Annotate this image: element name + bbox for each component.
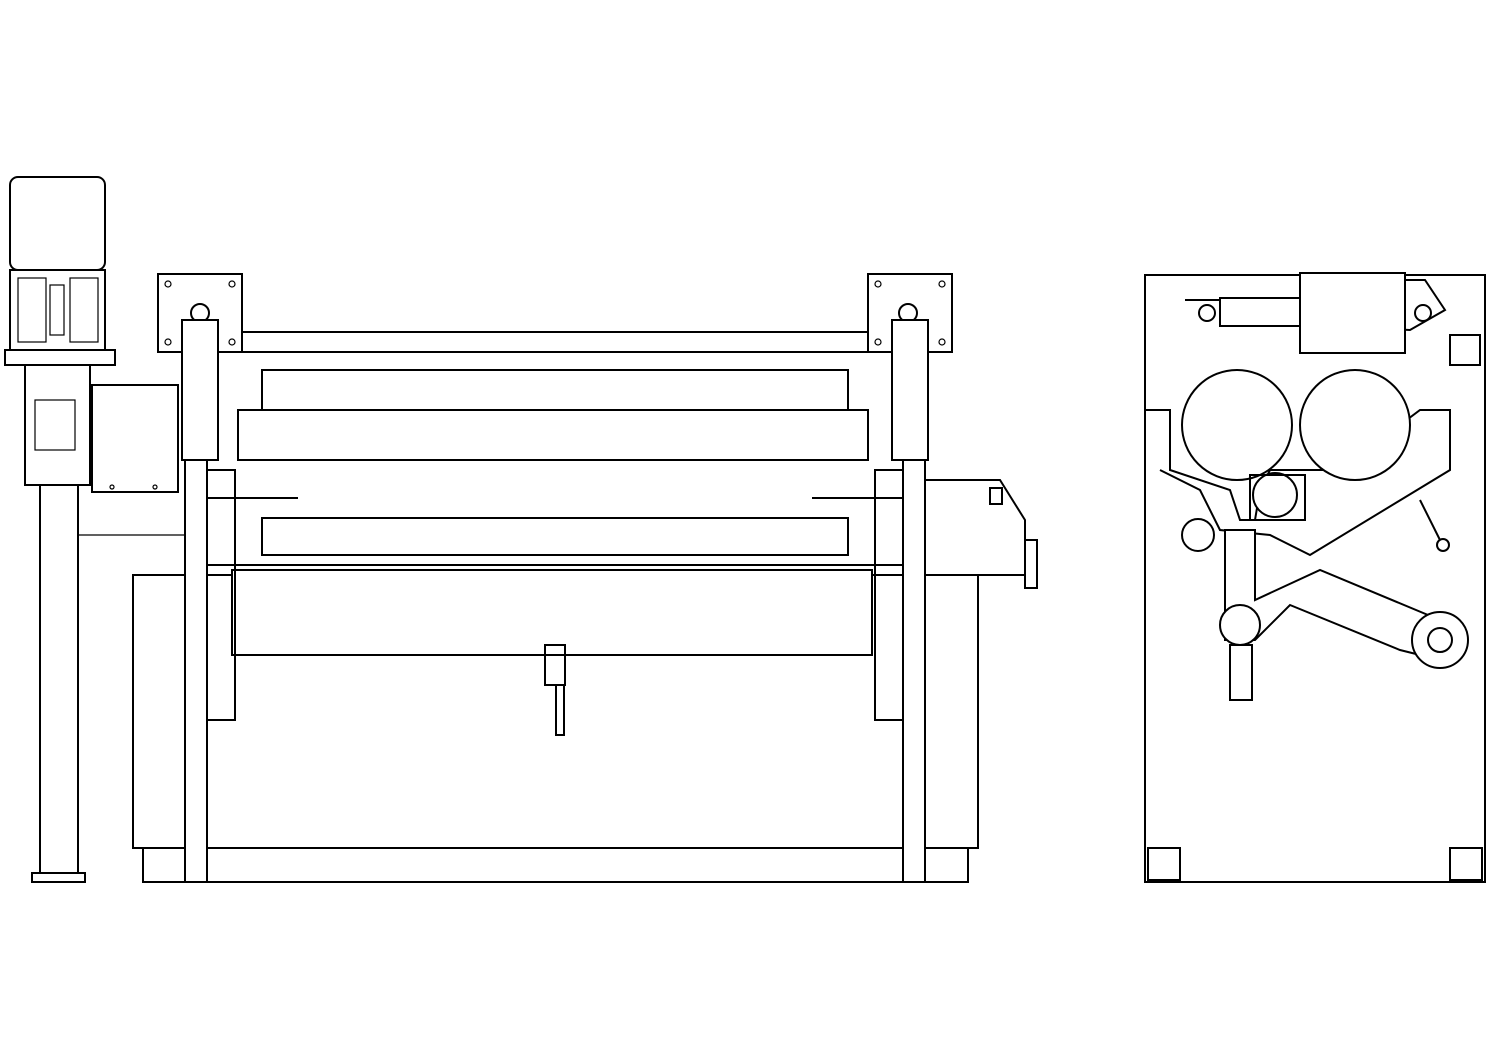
rollers <box>206 369 904 721</box>
motor-column <box>31 484 86 883</box>
side-view <box>1144 272 1486 883</box>
side-roller-left <box>1181 369 1293 481</box>
pneumatic-cylinder <box>1299 272 1406 354</box>
top-plates <box>157 273 953 461</box>
control-box <box>924 479 1038 589</box>
center-handle <box>544 644 566 736</box>
side-roller-right <box>1299 369 1411 481</box>
gearbox <box>24 364 179 493</box>
drive-motor <box>4 176 116 366</box>
front-view <box>4 176 1038 883</box>
